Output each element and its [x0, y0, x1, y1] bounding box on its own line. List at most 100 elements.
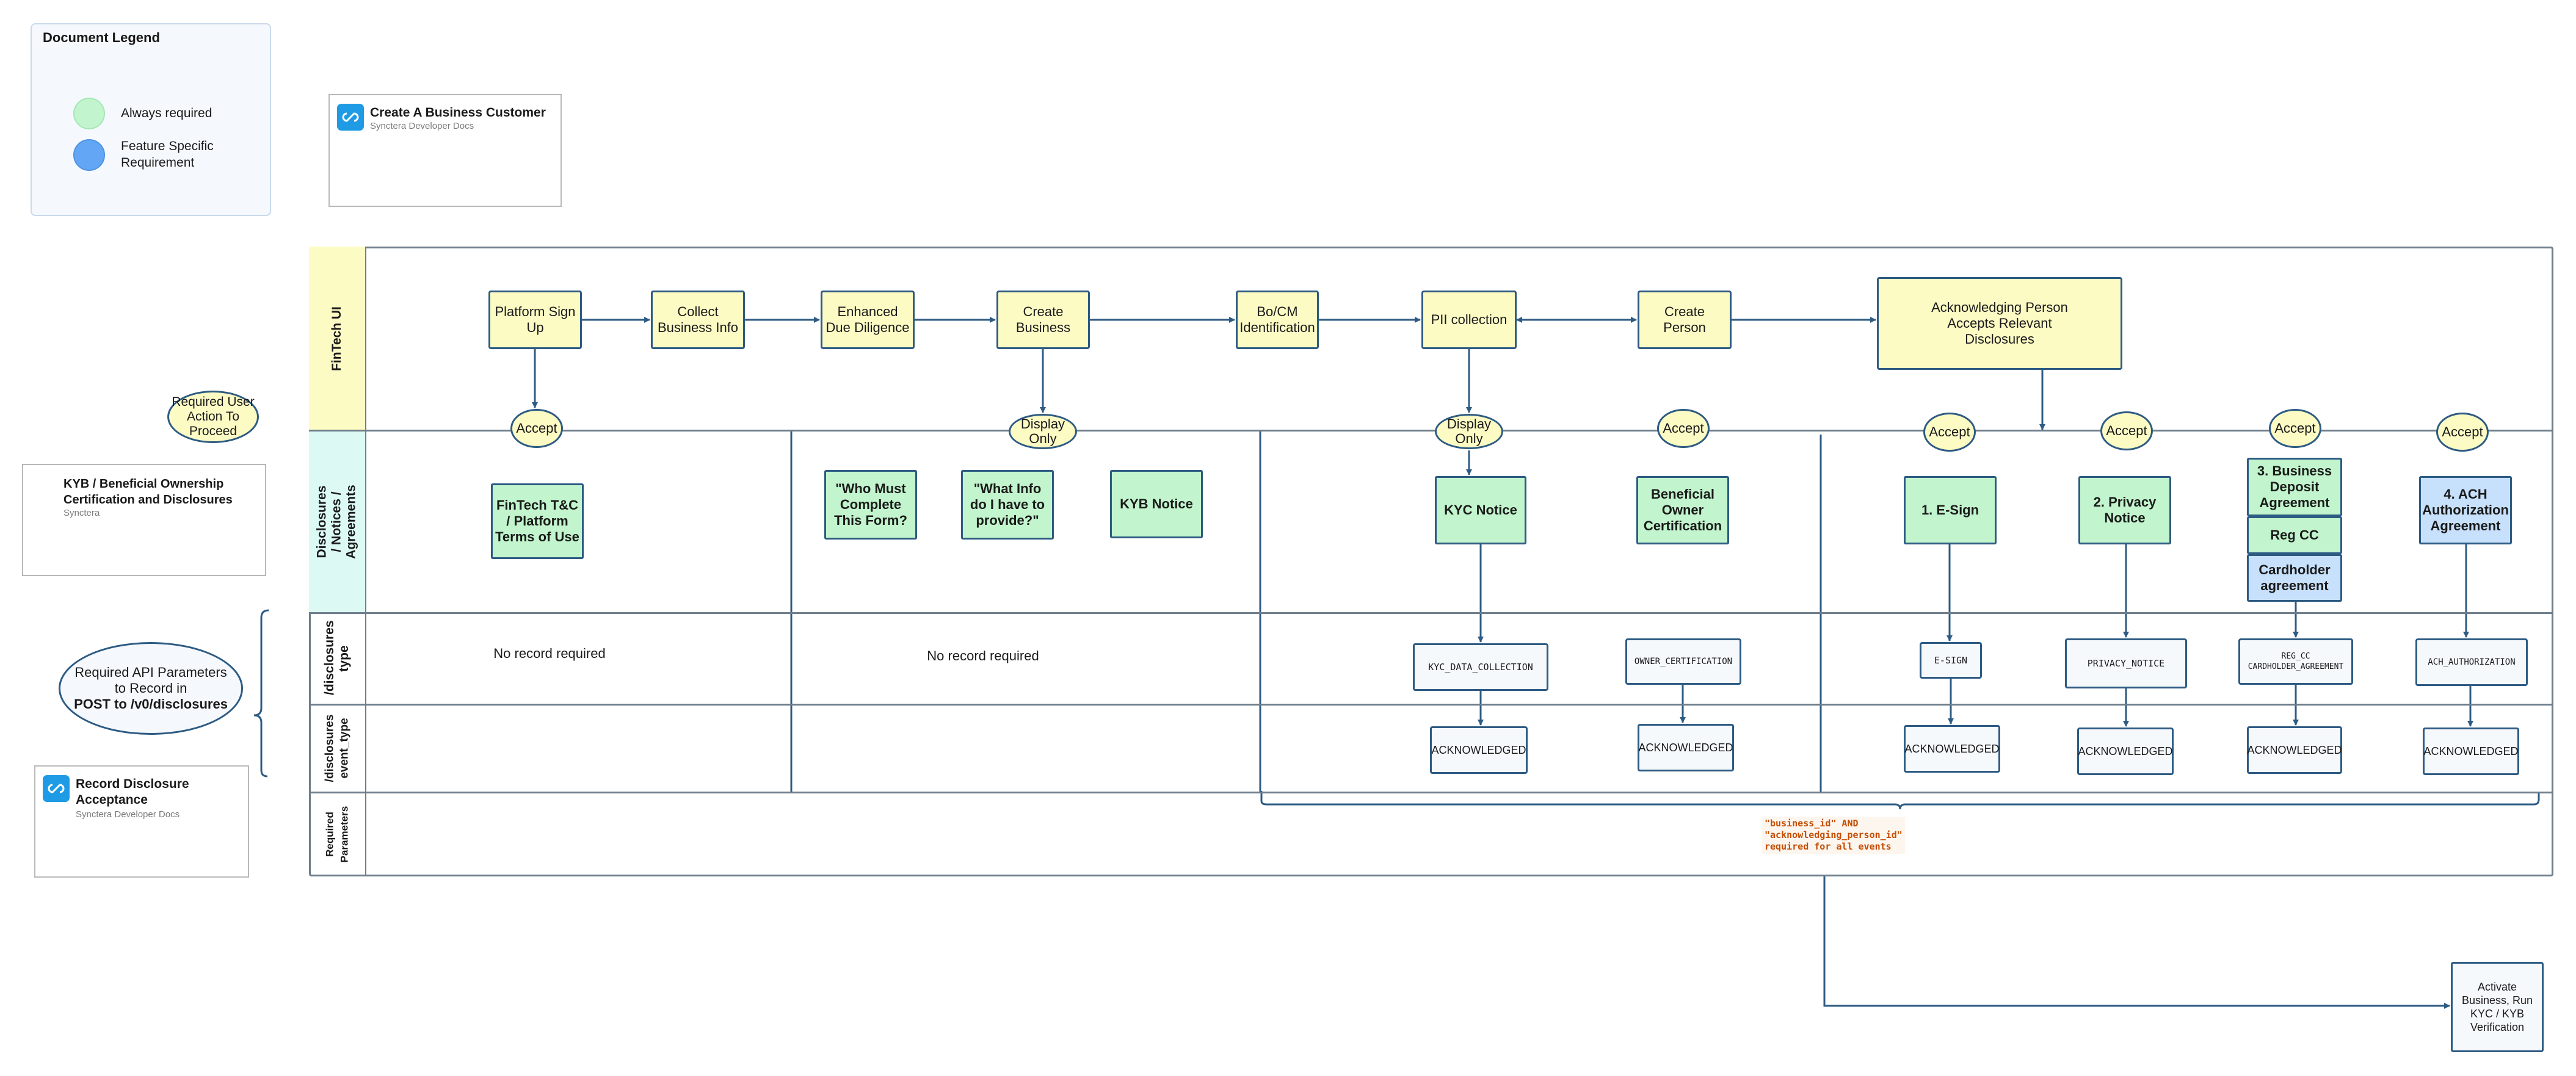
- required-params-note: "business_id" AND "acknowledging_person_…: [1762, 817, 1905, 854]
- doc-cardholder: Cardholder agreement: [2247, 554, 2342, 602]
- lane-fintech-ui: FinTech UI: [309, 247, 366, 431]
- type-ach-authorization: ACH_AUTHORIZATION: [2415, 638, 2528, 686]
- doc-label: 1. E-Sign: [1921, 502, 1979, 518]
- event-acknowledged: ACKNOWLEDGED: [2077, 728, 2174, 775]
- legend-label-always: Always required: [121, 106, 212, 120]
- api-params-line2: POST to /v0/disclosures: [74, 696, 228, 712]
- synctera-logo-icon: [43, 775, 70, 802]
- doc-label: 3. Business Deposit Agreement: [2257, 463, 2332, 510]
- event-label: ACKNOWLEDGED: [1431, 744, 1526, 756]
- step-label: Platform Sign Up: [495, 304, 576, 335]
- link-subtitle: Synctera Developer Docs: [370, 121, 474, 131]
- step-collect-business-info: Collect Business Info: [651, 291, 745, 349]
- step-bocm-identification: Bo/CM Identification: [1236, 291, 1319, 349]
- event-label: ACKNOWLEDGED: [1904, 743, 2000, 755]
- api-params-bubble: Required API Parameters to Record in POS…: [59, 642, 243, 735]
- lane-event-type: /disclosures event_type: [309, 704, 366, 792]
- doc-business-deposit: 3. Business Deposit Agreement: [2247, 458, 2342, 516]
- step-label: Enhanced Due Diligence: [825, 304, 910, 335]
- oval-label: Accept: [1663, 421, 1704, 436]
- event-label: ACKNOWLEDGED: [2078, 745, 2173, 757]
- type-label: ACH_AUTHORIZATION: [2428, 657, 2516, 667]
- lane-divider: [309, 430, 2553, 431]
- lane-label: FinTech UI: [330, 306, 344, 371]
- doc-label: Reg CC: [2270, 527, 2319, 543]
- event-acknowledged: ACKNOWLEDGED: [2423, 728, 2519, 775]
- doc-label: 2. Privacy Notice: [2093, 494, 2157, 525]
- oval-label: Accept: [2274, 421, 2316, 436]
- lane-divider: [309, 612, 2553, 614]
- doc-who-must-complete: "Who Must Complete This Form?: [824, 470, 917, 540]
- accept-oval: Accept: [510, 409, 563, 448]
- doc-label: "What Info do I have to provide?": [970, 481, 1045, 528]
- doc-fintech-tc: FinTech T&C / Platform Terms of Use: [491, 483, 584, 559]
- document-legend: [31, 23, 271, 216]
- event-acknowledged: ACKNOWLEDGED: [1904, 725, 2000, 773]
- oval-label: Accept: [2442, 424, 2483, 439]
- lane-divider: [309, 704, 2553, 706]
- type-kyc-data-collection: KYC_DATA_COLLECTION: [1413, 643, 1548, 691]
- legend-label-feature: Feature Specific Requirement: [121, 139, 214, 170]
- display-only-oval: Display Only: [1009, 414, 1077, 449]
- lane-label: /disclosures event_type: [323, 714, 351, 782]
- synctera-logo-icon: [337, 104, 364, 131]
- doc-kyc-notice: KYC Notice: [1435, 476, 1526, 544]
- doc-label: "Who Must Complete This Form?: [834, 481, 907, 528]
- display-only-oval: Display Only: [1435, 414, 1503, 449]
- legend-blue-swatch: [73, 139, 105, 171]
- lane-required: Required Parameters: [309, 792, 366, 876]
- accept-oval: Accept: [2436, 413, 2489, 452]
- type-reg-cc-cardholder: REG_CC CARDHOLDER_AGREEMENT: [2238, 638, 2353, 685]
- lane-disclosures: Disclosures / Notices / Agreements: [309, 431, 366, 613]
- doc-what-info: "What Info do I have to provide?": [961, 470, 1054, 540]
- event-label: ACKNOWLEDGED: [2247, 744, 2342, 756]
- step-label: Create Business: [1015, 304, 1071, 335]
- create-business-customer-link[interactable]: Create A Business Customer Synctera Deve…: [328, 94, 562, 207]
- oval-label: Display Only: [1020, 416, 1065, 446]
- lane-label: Disclosures / Notices / Agreements: [315, 485, 358, 559]
- doc-kyb-notice: KYB Notice: [1110, 470, 1203, 538]
- accept-oval: Accept: [2100, 411, 2153, 450]
- no-record-text: No record required: [927, 648, 1039, 663]
- arrow-to-activate: [1823, 876, 2450, 1009]
- api-brace: [253, 609, 269, 778]
- oval-label: Display Only: [1446, 416, 1492, 446]
- event-label: ACKNOWLEDGED: [1638, 742, 1733, 754]
- type-label: KYC_DATA_COLLECTION: [1428, 662, 1533, 673]
- kyb-disclosures-link[interactable]: KYB / Beneficial Ownership Certification…: [22, 464, 266, 576]
- oval-label: Accept: [1929, 424, 1970, 439]
- lane-label: Required Parameters: [324, 806, 350, 863]
- doc-label: FinTech T&C / Platform Terms of Use: [495, 497, 579, 544]
- step-label: PII collection: [1431, 312, 1508, 327]
- record-disclosure-link[interactable]: Record Disclosure Acceptance Synctera De…: [34, 765, 249, 878]
- step-create-business: Create Business: [996, 291, 1090, 349]
- doc-privacy-notice: 2. Privacy Notice: [2078, 476, 2171, 544]
- type-esign: E-SIGN: [1920, 642, 1982, 679]
- type-privacy-notice: PRIVACY_NOTICE: [2065, 638, 2187, 688]
- lane-type: /disclosures type: [309, 613, 366, 704]
- link-title: Record Disclosure Acceptance: [76, 777, 189, 807]
- type-label: PRIVACY_NOTICE: [2087, 658, 2165, 669]
- step-pii-collection: PII collection: [1421, 291, 1517, 349]
- link-title: Create A Business Customer: [370, 106, 546, 120]
- lane-label: /disclosures type: [322, 620, 351, 695]
- event-acknowledged: ACKNOWLEDGED: [2247, 726, 2342, 774]
- step-ack-person-accepts: Acknowledging Person Accepts Relevant Di…: [1877, 277, 2122, 370]
- doc-esign: 1. E-Sign: [1904, 476, 1997, 544]
- required-action-legend: Required User Action To Proceed: [167, 391, 259, 443]
- doc-label: Cardholder agreement: [2259, 562, 2331, 593]
- api-params-line1: Required API Parameters to Record in: [74, 665, 227, 696]
- step-create-person: Create Person: [1638, 291, 1732, 349]
- step-activate-business: Activate Business, Run KYC / KYB Verific…: [2451, 962, 2544, 1052]
- doc-label: Beneficial Owner Certification: [1643, 486, 1722, 533]
- lane-divider: [309, 792, 2553, 793]
- step-label: Acknowledging Person Accepts Relevant Di…: [1931, 300, 2068, 347]
- step-platform-signup: Platform Sign Up: [488, 291, 582, 349]
- link-title: KYB / Beneficial Ownership Certification…: [63, 477, 233, 507]
- link-subtitle: Synctera: [63, 508, 100, 518]
- no-record-text: No record required: [493, 646, 606, 661]
- event-acknowledged: ACKNOWLEDGED: [1430, 726, 1528, 774]
- oval-label: Accept: [516, 421, 557, 436]
- step-enhanced-due-diligence: Enhanced Due Diligence: [821, 291, 915, 349]
- accept-oval: Accept: [2269, 409, 2321, 448]
